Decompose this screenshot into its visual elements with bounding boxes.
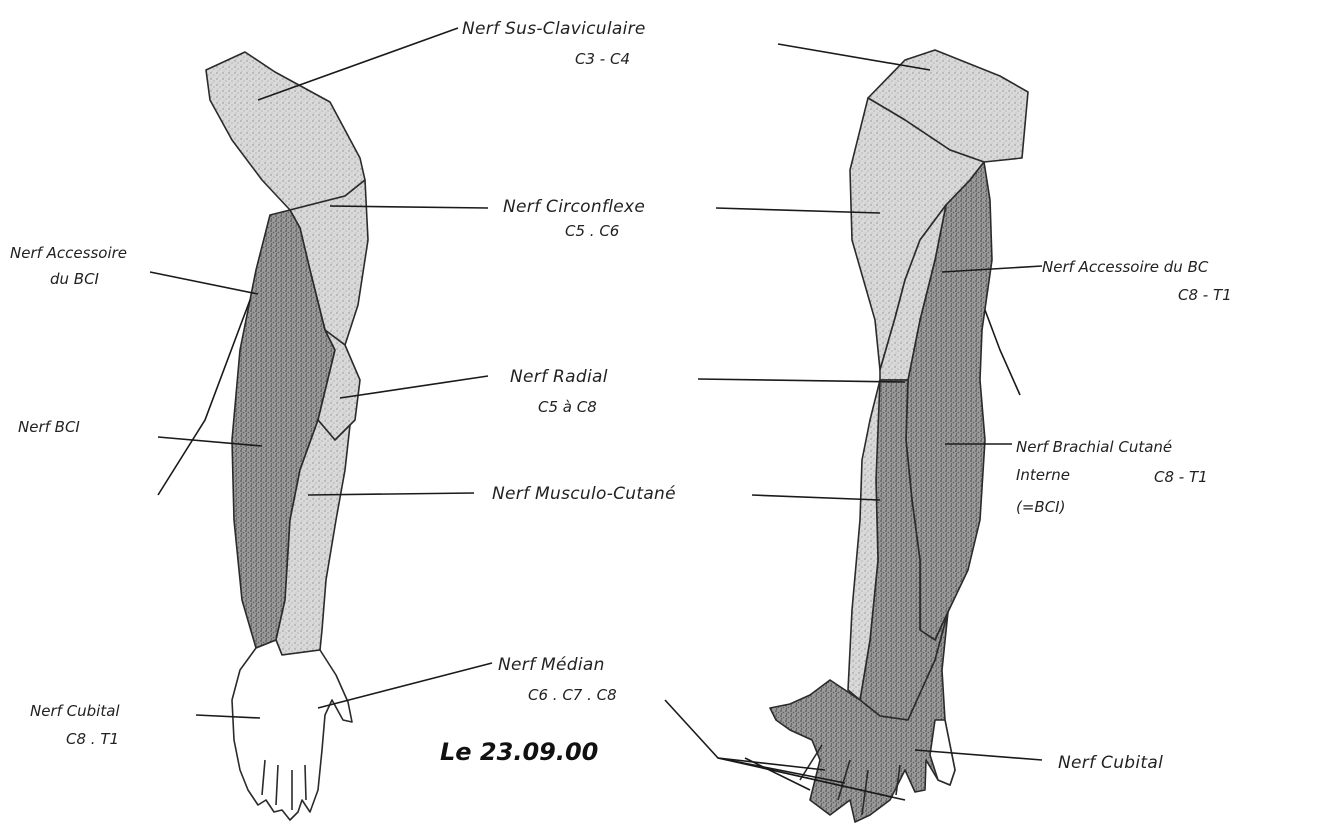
label-accessoire-bc-right: Nerf Accessoire du BC xyxy=(1042,258,1209,276)
label-median-roots: C6 . C7 . C8 xyxy=(528,686,617,704)
right-arm xyxy=(770,50,1028,822)
label-accessoire-bci-left-2: du BCI xyxy=(50,270,100,288)
label-radial: Nerf Radial xyxy=(510,367,608,387)
label-cubital-right: Nerf Cubital xyxy=(1058,753,1163,773)
label-cubital-left: Nerf Cubital xyxy=(30,702,120,720)
label-circonflexe-roots: C5 . C6 xyxy=(565,222,619,240)
label-circonflexe: Nerf Circonflexe xyxy=(503,197,645,217)
label-sus-claviculaire-roots: C3 - C4 xyxy=(575,50,630,68)
left-shoulder-region xyxy=(206,52,365,210)
label-sus-claviculaire: Nerf Sus-Claviculaire xyxy=(462,19,646,39)
label-accessoire-bci-left-1: Nerf Accessoire xyxy=(10,244,127,262)
label-brachial-cutane-interne-1: Nerf Brachial Cutané xyxy=(1016,438,1172,456)
label-bci-left: Nerf BCI xyxy=(18,418,80,436)
label-median: Nerf Médian xyxy=(498,655,605,675)
label-brachial-cutane-interne-2: Interne xyxy=(1016,466,1070,484)
label-cubital-left-roots: C8 . T1 xyxy=(66,730,119,748)
label-date: Le 23.09.00 xyxy=(440,738,598,766)
label-brachial-cutane-interne-3: (=BCI) xyxy=(1016,498,1065,516)
label-musculo-cutane: Nerf Musculo-Cutané xyxy=(492,484,676,504)
labels: Nerf Sus-Claviculaire C3 - C4 Nerf Circo… xyxy=(10,19,1232,773)
label-radial-roots: C5 à C8 xyxy=(538,398,597,416)
label-accessoire-bc-right-roots: C8 - T1 xyxy=(1178,286,1232,304)
label-brachial-cutane-interne-roots: C8 - T1 xyxy=(1154,468,1208,486)
left-arm xyxy=(158,52,368,820)
